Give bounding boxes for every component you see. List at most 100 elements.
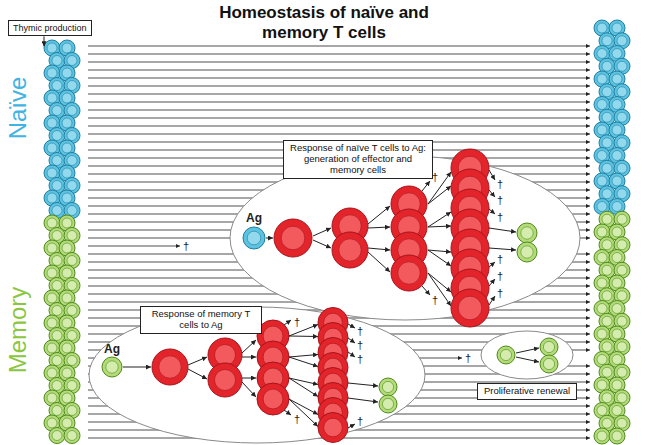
arrow-line: [88, 94, 590, 95]
heading-box: Proliferative renewal: [477, 383, 577, 400]
arrow-line: [368, 248, 390, 250]
death-mark: †: [294, 317, 300, 328]
cell-nucleus: [398, 262, 420, 284]
arrow-line: [348, 338, 355, 343]
cell-nucleus: [52, 81, 62, 91]
cell-nucleus: [52, 56, 62, 66]
ellipse-drawing: [481, 331, 573, 379]
cell-nucleus: [52, 206, 62, 216]
cell-nucleus: [62, 43, 72, 53]
ellipse-outline: [230, 156, 580, 320]
arrow-line: [368, 252, 390, 272]
cell-outer: [102, 357, 122, 377]
cell-nucleus: [521, 227, 533, 239]
cell-nucleus: [52, 306, 62, 316]
death-mark: †: [357, 340, 363, 351]
cell-nucleus: [597, 406, 607, 416]
arrow-line: [368, 227, 390, 228]
cell-nucleus: [617, 367, 627, 377]
cell-nucleus: [617, 163, 627, 173]
cell-nucleus: [617, 316, 627, 326]
antigen-label: Ag: [246, 212, 262, 224]
cell-nucleus: [602, 342, 612, 352]
cell-nucleus: [67, 406, 77, 416]
arrow-line: [428, 250, 451, 266]
cell-nucleus: [47, 343, 57, 353]
cell-nucleus: [47, 393, 57, 403]
response-ellipse: Response of memory T cells to Ag: [89, 307, 425, 443]
arrow-line: [88, 118, 590, 119]
death-mark: †: [294, 414, 300, 425]
arrow-line: [289, 355, 318, 358]
cell-nucleus: [612, 176, 622, 186]
arrow-line: [289, 336, 318, 338]
cell-nucleus: [62, 193, 72, 203]
cell-nucleus: [602, 265, 612, 275]
death-mark: †: [357, 354, 363, 365]
cell-outer: [274, 219, 312, 257]
death-mark: †: [497, 179, 503, 190]
cell-nucleus: [62, 368, 72, 378]
arrow-line: [188, 357, 207, 365]
arrow-line: [188, 369, 207, 379]
arrow-line: [88, 54, 590, 55]
cell-nucleus: [612, 151, 622, 161]
cell-nucleus: [612, 74, 622, 84]
cell-nucleus: [602, 393, 612, 403]
death-mark: †: [432, 295, 438, 306]
cell-nucleus: [597, 176, 607, 186]
arrow-line: [348, 352, 355, 357]
cell-nucleus: [617, 342, 627, 352]
arrow-line: [242, 357, 256, 358]
arrow-line: [489, 190, 495, 197]
cell-nucleus: [597, 355, 607, 365]
cell-nucleus: [617, 418, 627, 428]
cell-nucleus: [597, 125, 607, 135]
cell-nucleus: [247, 231, 261, 245]
antigen-label: Ag: [104, 343, 120, 355]
cell-outer: [379, 378, 397, 396]
cell-nucleus: [339, 239, 361, 261]
cell-nucleus: [215, 345, 236, 366]
cell-nucleus: [612, 23, 622, 33]
cell-nucleus: [602, 138, 612, 148]
process-box: Thymic production: [8, 20, 92, 36]
arrow-line: [284, 320, 291, 325]
cell-nucleus: [47, 168, 57, 178]
arrow-line: [489, 228, 516, 232]
arrow-line: [428, 250, 451, 252]
cell-nucleus: [67, 131, 77, 141]
cell-nucleus: [52, 281, 62, 291]
cell-nucleus: [617, 61, 627, 71]
cell-nucleus: [159, 356, 181, 378]
cell-nucleus: [62, 243, 72, 253]
death-mark: †: [357, 326, 363, 337]
arrow-line: [428, 186, 451, 204]
cell-nucleus: [612, 406, 622, 416]
cell-outer: [332, 232, 368, 268]
death-mark: †: [432, 172, 438, 183]
cell-outer: [318, 413, 348, 443]
cell-nucleus: [52, 131, 62, 141]
arrow-line: [44, 36, 45, 46]
cell-outer: [243, 227, 265, 249]
cell-nucleus: [62, 343, 72, 353]
cell-nucleus: [612, 380, 622, 390]
cell-outer: [517, 223, 537, 243]
arrow-line: [242, 378, 256, 379]
cell-nucleus: [543, 341, 554, 352]
cell-nucleus: [597, 304, 607, 314]
cell-nucleus: [106, 361, 118, 373]
cell-nucleus: [602, 240, 612, 250]
arrow-line: [88, 110, 590, 111]
cell-nucleus: [602, 316, 612, 326]
arrow-line: [489, 248, 516, 250]
cell-nucleus: [47, 68, 57, 78]
cell-nucleus: [67, 331, 77, 341]
cell-outer: [391, 255, 427, 291]
arrow-line: [489, 209, 495, 214]
arrow-line: [88, 70, 590, 71]
arrow-line: [489, 279, 495, 286]
cell-nucleus: [597, 202, 607, 212]
